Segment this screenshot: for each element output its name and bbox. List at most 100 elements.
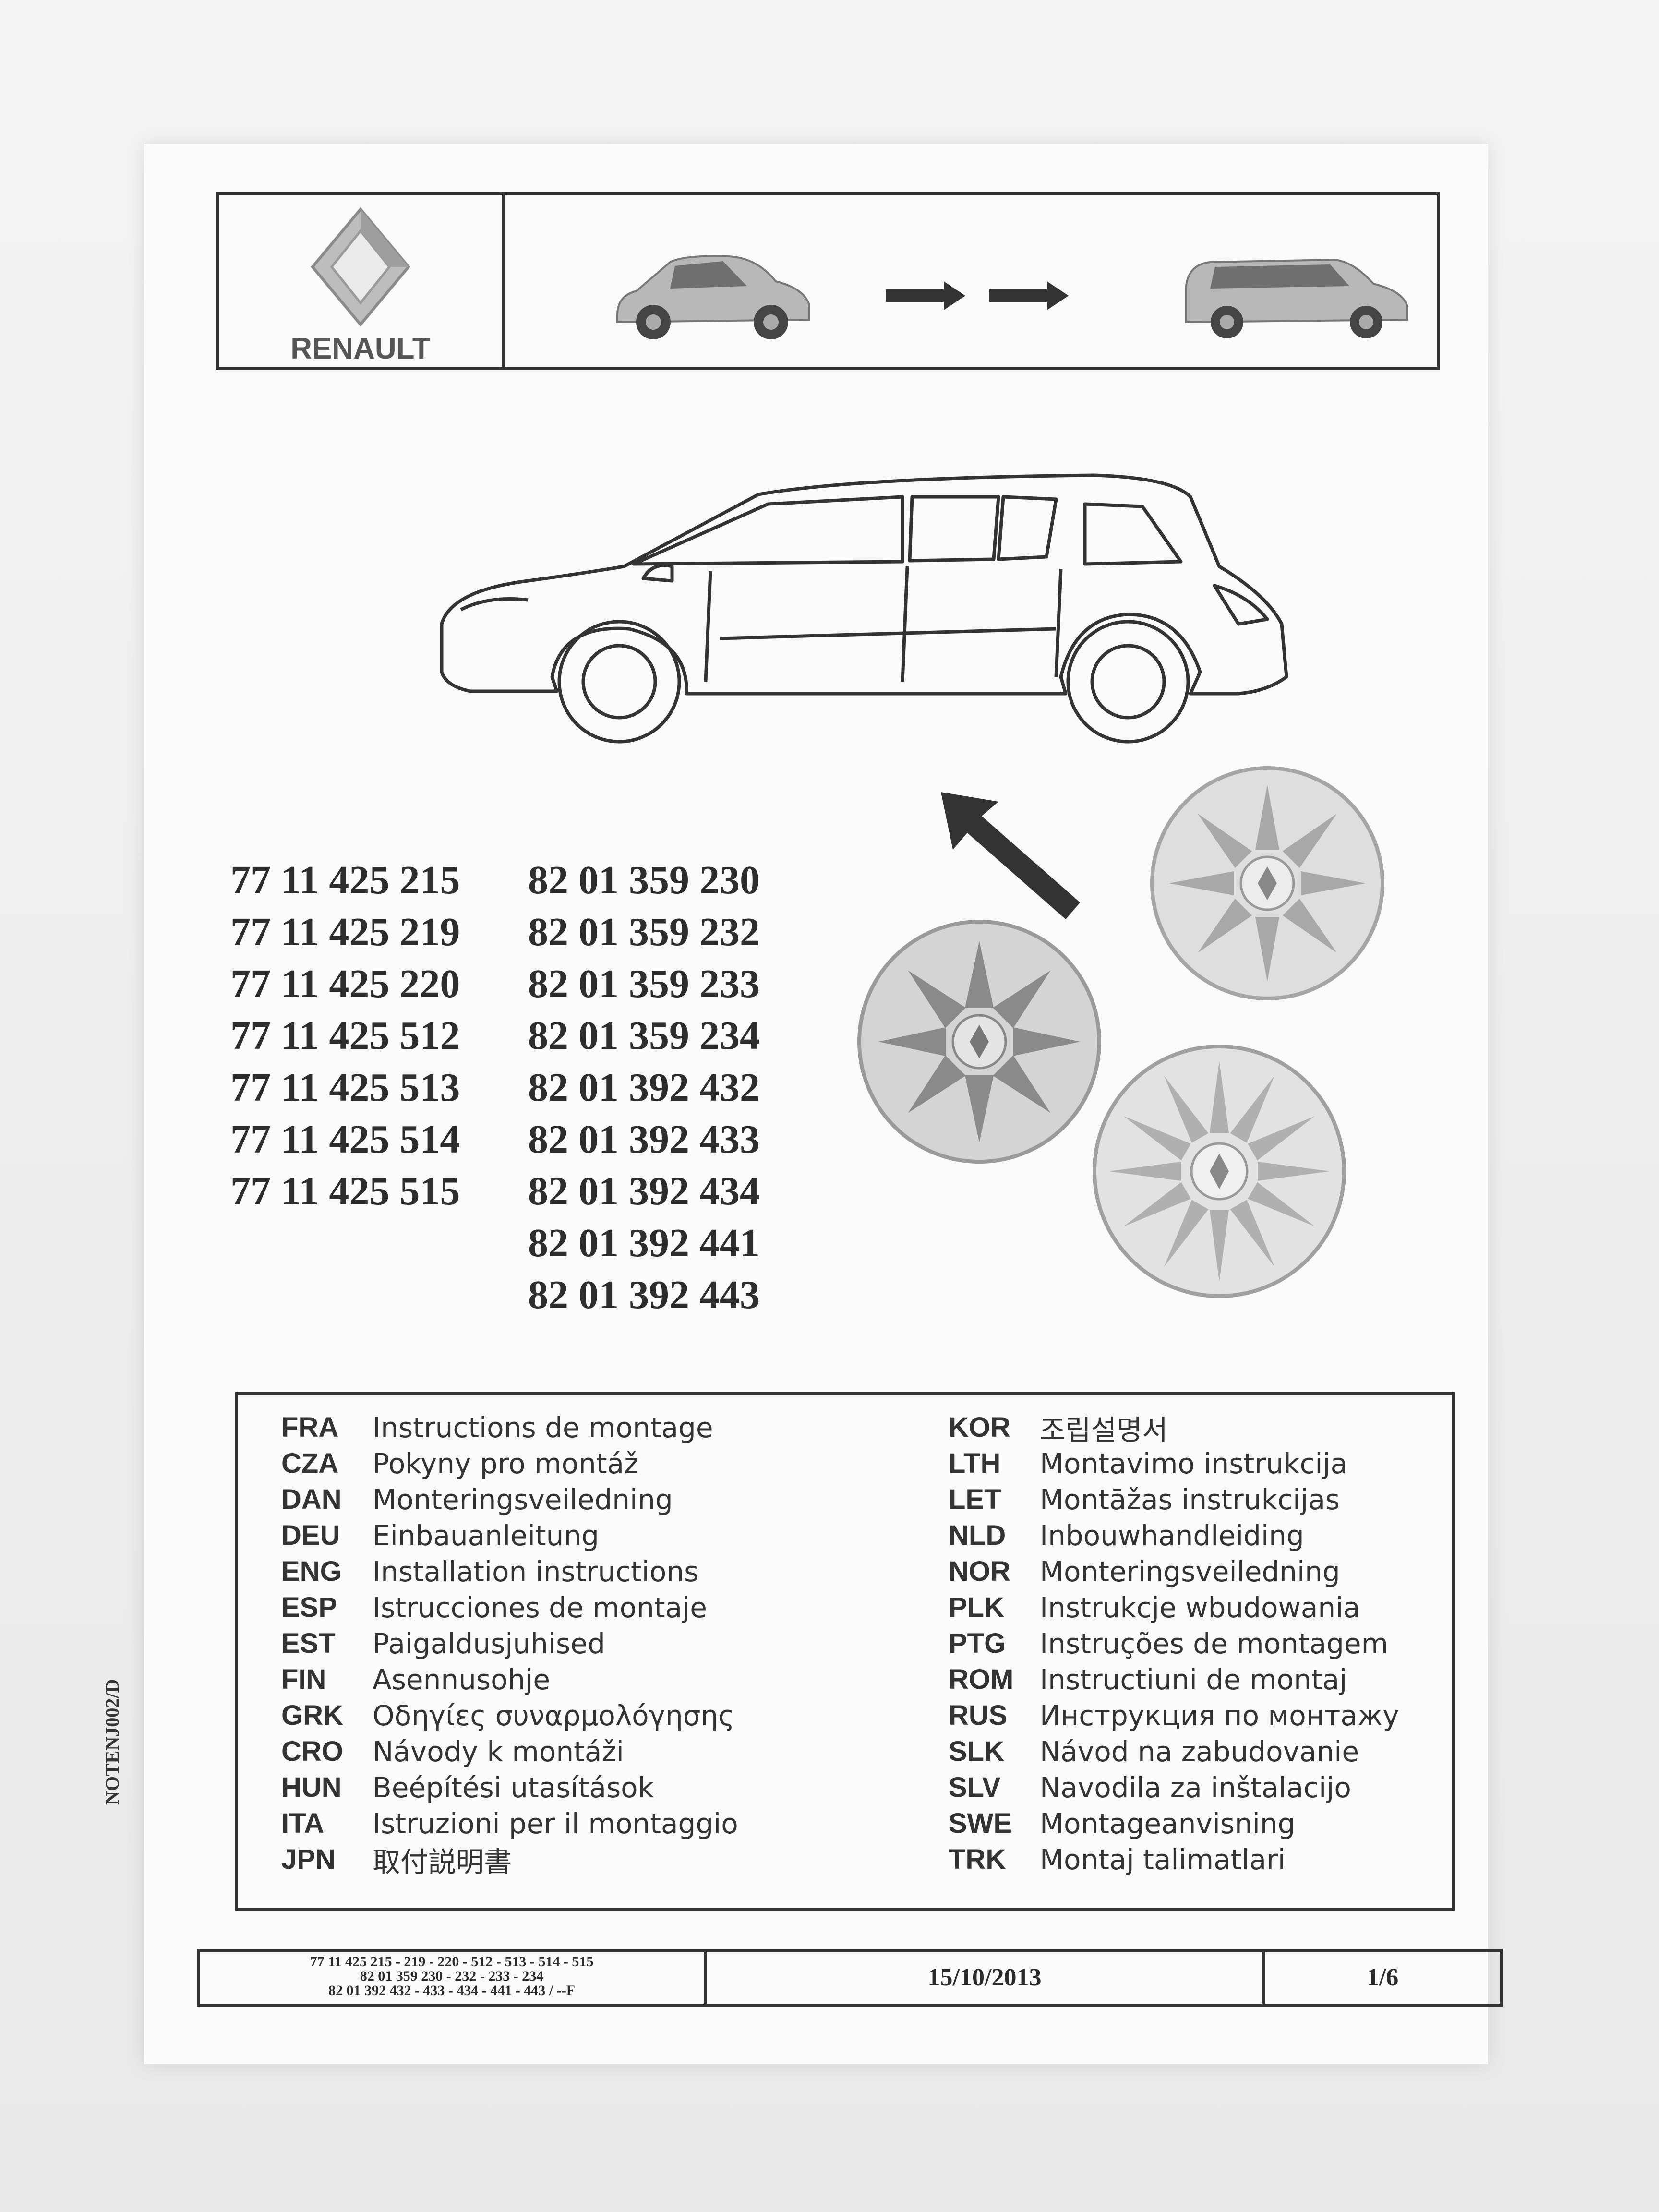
language-code: CZA — [281, 1448, 339, 1479]
language-label: Návod na zabudovanie — [1040, 1735, 1359, 1768]
language-row: LTH Montavimo instrukcija — [949, 1445, 1399, 1481]
language-row: HUN Beépítési utasítások — [281, 1769, 738, 1805]
part-number: 77 11 425 514 — [230, 1117, 460, 1162]
language-list-box: FRA Instructions de montage CZA Pokyny pro… — [235, 1392, 1455, 1911]
renault-diamond-icon — [311, 207, 410, 327]
footer-reference-line: 82 01 359 230 - 232 - 233 - 234 — [360, 1968, 544, 1984]
footer-reference-line: 82 01 392 432 - 433 - 434 - 441 - 443 / … — [328, 1983, 576, 1998]
language-label: 取付説明書 — [373, 1845, 512, 1878]
language-code: LTH — [949, 1448, 1001, 1479]
language-row: JPN 取付説明書 — [281, 1841, 738, 1878]
language-label: Inbouwhandleiding — [1040, 1519, 1304, 1552]
wheel-cover-icon — [1093, 1045, 1346, 1298]
language-code: NOR — [949, 1556, 1010, 1587]
part-number: 82 01 359 234 — [528, 1013, 760, 1058]
language-row: RUS Инструкция по монтажу — [949, 1697, 1399, 1733]
language-label: Instrukcje wbudowania — [1040, 1591, 1360, 1624]
language-code: RUS — [949, 1700, 1008, 1731]
language-row: LET Montāžas instrukcijas — [949, 1481, 1399, 1517]
language-column-left: FRA Instructions de montage CZA Pokyny pro… — [281, 1409, 738, 1878]
language-label: Montāžas instrukcijas — [1040, 1483, 1340, 1516]
language-label: Návody k montáži — [373, 1735, 624, 1768]
renault-logo: RENAULT — [219, 195, 502, 367]
language-row: NOR Monteringsveiledning — [949, 1553, 1399, 1589]
part-numbers-right: 82 01 359 230 82 01 359 232 82 01 359 23… — [528, 854, 760, 1321]
language-label: Monteringsveiledning — [373, 1483, 673, 1516]
language-label: Beépítési utasítások — [373, 1771, 654, 1804]
language-label: Istrucciones de montaje — [373, 1591, 707, 1624]
language-label: Instruções de montagem — [1040, 1627, 1389, 1660]
language-label: Navodila za inštalacijo — [1040, 1771, 1351, 1804]
language-code: JPN — [281, 1844, 336, 1875]
language-code: PLK — [949, 1592, 1004, 1623]
footer-references: 77 11 425 215 - 219 - 220 - 512 - 513 - … — [200, 1952, 704, 2004]
brand-name: RENAULT — [290, 332, 431, 365]
language-code: SLV — [949, 1772, 1001, 1803]
wheel-cover-icon — [857, 920, 1101, 1164]
mpv-car-photo — [1185, 258, 1408, 338]
compact-car-photo — [616, 255, 810, 339]
language-code: SWE — [949, 1808, 1012, 1839]
language-label: Monteringsveiledning — [1040, 1555, 1340, 1588]
language-row: FRA Instructions de montage — [281, 1409, 738, 1445]
part-number: 77 11 425 512 — [230, 1013, 460, 1058]
language-row: ENG Installation instructions — [281, 1553, 738, 1589]
instruction-sheet: RENAULT — [101, 144, 1503, 2064]
language-label: Pokyny pro montáž — [373, 1447, 639, 1480]
language-label: Instructions de montage — [373, 1411, 713, 1444]
part-number: 82 01 392 441 — [528, 1221, 760, 1265]
language-row: PLK Instrukcje wbudowania — [949, 1589, 1399, 1625]
car-side-drawing — [440, 473, 1288, 744]
language-code: LET — [949, 1484, 1001, 1515]
header-box: RENAULT — [216, 192, 1440, 370]
part-number: 82 01 359 232 — [528, 910, 760, 954]
language-code: FRA — [281, 1412, 339, 1443]
document-code: NOTENJ002/D — [101, 1679, 123, 1805]
language-code: ENG — [281, 1556, 342, 1587]
part-number: 77 11 425 219 — [230, 910, 460, 954]
language-code: PTG — [949, 1628, 1006, 1659]
language-row: CRO Návody k montáži — [281, 1733, 738, 1769]
language-label: Asennusohje — [373, 1663, 551, 1696]
page-number: 1/6 — [1366, 1964, 1399, 1991]
language-code: FIN — [281, 1664, 326, 1695]
part-number: 77 11 425 515 — [230, 1169, 460, 1214]
part-number: 82 01 359 233 — [528, 962, 760, 1006]
language-label: Οδηγίες συναρμολόγησης — [373, 1699, 735, 1732]
language-label: Инструкция по монтажу — [1040, 1699, 1399, 1732]
part-number: 77 11 425 220 — [230, 962, 460, 1006]
language-code: DEU — [281, 1520, 340, 1551]
language-label: Istruzioni per il montaggio — [373, 1807, 738, 1840]
part-number: 82 01 392 434 — [528, 1169, 760, 1214]
language-row: FIN Asennusohje — [281, 1661, 738, 1697]
language-label: Montavimo instrukcija — [1040, 1447, 1348, 1480]
pointer-arrow-icon — [941, 792, 1080, 919]
language-row: PTG Instruções de montagem — [949, 1625, 1399, 1661]
language-code: ROM — [949, 1664, 1014, 1695]
language-row: CZA Pokyny pro montáž — [281, 1445, 738, 1481]
language-code: CRO — [281, 1736, 343, 1767]
part-number: 82 01 392 433 — [528, 1117, 760, 1162]
language-row: SLV Navodila za inštalacijo — [949, 1769, 1399, 1805]
language-code: TRK — [949, 1844, 1006, 1875]
part-number: 77 11 425 513 — [230, 1065, 460, 1110]
footer-date: 15/10/2013 — [704, 1952, 1265, 2004]
language-label: Installation instructions — [373, 1555, 699, 1588]
part-number: 82 01 392 443 — [528, 1273, 760, 1317]
arrows-right-icon — [886, 281, 1069, 310]
part-numbers-left: 77 11 425 215 77 11 425 219 77 11 425 22… — [230, 854, 460, 1217]
language-code: KOR — [949, 1412, 1010, 1443]
language-code: HUN — [281, 1772, 342, 1803]
